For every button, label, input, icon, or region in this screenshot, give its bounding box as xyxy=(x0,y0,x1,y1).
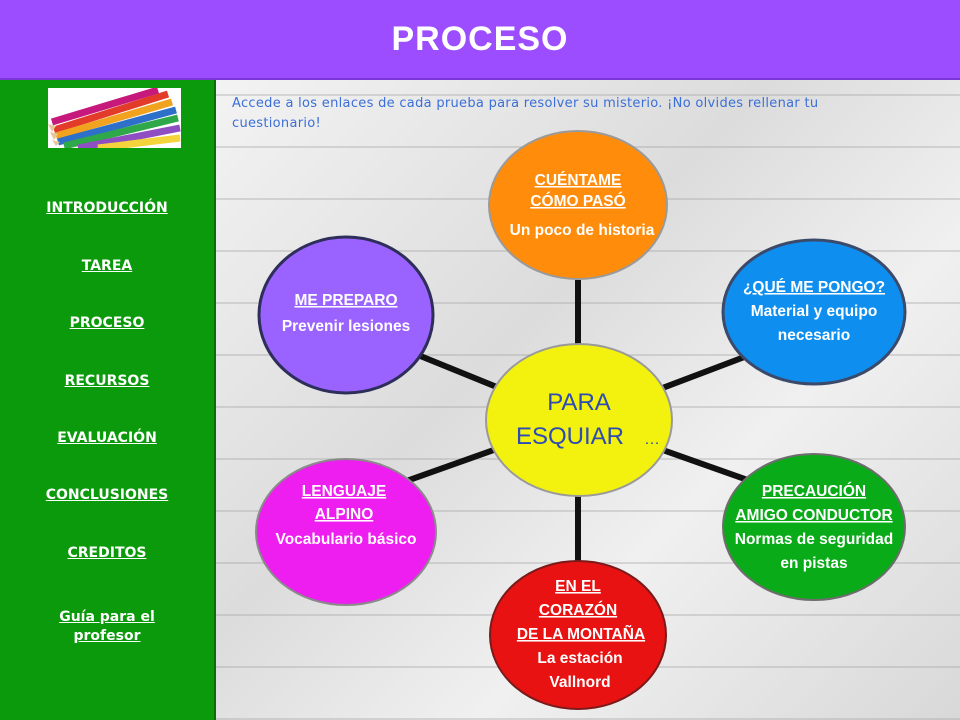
node-precaucion-link1[interactable]: PRECAUCIÓN xyxy=(762,482,866,500)
node-cuentame[interactable]: CUÉNTAME CÓMO PASÓ Un poco de historia xyxy=(488,130,668,280)
node-center: PARA ESQUIAR … xyxy=(485,343,673,497)
node-corazon-link2[interactable]: CORAZÓN xyxy=(539,601,617,619)
nav-introduccion[interactable]: INTRODUCCIÓN xyxy=(46,200,168,216)
nav-guia-line2: profesor xyxy=(73,628,141,644)
node-cuentame-link1[interactable]: CUÉNTAME xyxy=(535,172,622,189)
node-center-suffix: … xyxy=(644,431,660,448)
node-center-shape xyxy=(485,343,673,497)
node-corazon[interactable]: EN EL CORAZÓN DE LA MONTAÑA La estación … xyxy=(489,560,667,710)
nav-creditos[interactable]: CREDITOS xyxy=(67,545,147,561)
node-lenguaje-shape xyxy=(255,458,437,606)
sidebar: INTRODUCCIÓN TAREA PROCESO RECURSOS EVAL… xyxy=(0,80,216,720)
process-diagram: CUÉNTAME CÓMO PASÓ Un poco de historia ¿… xyxy=(255,130,907,710)
node-que-me-pongo-desc1: Material y equipo xyxy=(751,303,878,320)
node-center-line1: PARA xyxy=(547,389,611,416)
node-precaucion[interactable]: PRECAUCIÓN AMIGO CONDUCTOR Normas de seg… xyxy=(722,453,906,601)
colored-pencils-image xyxy=(48,86,181,152)
node-lenguaje[interactable]: LENGUAJE ALPINO Vocabulario básico xyxy=(255,458,437,606)
node-lenguaje-link2[interactable]: ALPINO xyxy=(315,506,374,523)
node-me-preparo-shape xyxy=(257,235,435,395)
node-corazon-link1[interactable]: EN EL xyxy=(555,578,601,595)
node-precaucion-link2[interactable]: AMIGO CONDUCTOR xyxy=(735,507,892,524)
node-corazon-link3[interactable]: DE LA MONTAÑA xyxy=(517,625,645,643)
node-corazon-desc2: Vallnord xyxy=(549,674,610,691)
intro-text: Accede a los enlaces de cada prueba para… xyxy=(232,96,819,131)
node-me-preparo-desc: Prevenir lesiones xyxy=(282,318,410,335)
page-header: PROCESO xyxy=(0,0,960,80)
node-center-line2: ESQUIAR xyxy=(516,423,624,450)
node-corazon-shape xyxy=(489,560,667,710)
node-me-preparo[interactable]: ME PREPARO Prevenir lesiones xyxy=(257,235,435,395)
node-precaucion-desc1: Normas de seguridad xyxy=(735,531,894,548)
nav-tarea[interactable]: TAREA xyxy=(81,258,133,274)
node-cuentame-desc: Un poco de historia xyxy=(510,222,655,239)
nav-guia-profesor[interactable]: Guía para el profesor xyxy=(0,608,214,646)
node-que-me-pongo-shape xyxy=(721,238,907,386)
node-que-me-pongo[interactable]: ¿QUÉ ME PONGO? Material y equipo necesar… xyxy=(721,238,907,386)
node-que-me-pongo-link[interactable]: ¿QUÉ ME PONGO? xyxy=(743,279,885,296)
node-lenguaje-link1[interactable]: LENGUAJE xyxy=(302,483,386,500)
node-cuentame-shape xyxy=(488,130,668,280)
nav-evaluacion[interactable]: EVALUACIÓN xyxy=(57,430,157,446)
node-cuentame-link2[interactable]: CÓMO PASÓ xyxy=(530,192,625,210)
nav-recursos[interactable]: RECURSOS xyxy=(64,373,150,389)
nav-guia-line1: Guía para el xyxy=(59,609,155,625)
node-precaucion-shape xyxy=(722,453,906,601)
node-me-preparo-link[interactable]: ME PREPARO xyxy=(294,292,397,309)
node-que-me-pongo-desc2: necesario xyxy=(778,327,850,344)
nav-conclusiones[interactable]: CONCLUSIONES xyxy=(45,487,169,503)
node-corazon-desc1: La estación xyxy=(537,650,622,667)
node-precaucion-desc2: en pistas xyxy=(780,555,847,572)
nav-proceso[interactable]: PROCESO xyxy=(69,315,145,331)
page-title: PROCESO xyxy=(391,19,569,58)
main-content: Accede a los enlaces de cada prueba para… xyxy=(216,80,960,720)
node-lenguaje-desc: Vocabulario básico xyxy=(276,531,417,548)
